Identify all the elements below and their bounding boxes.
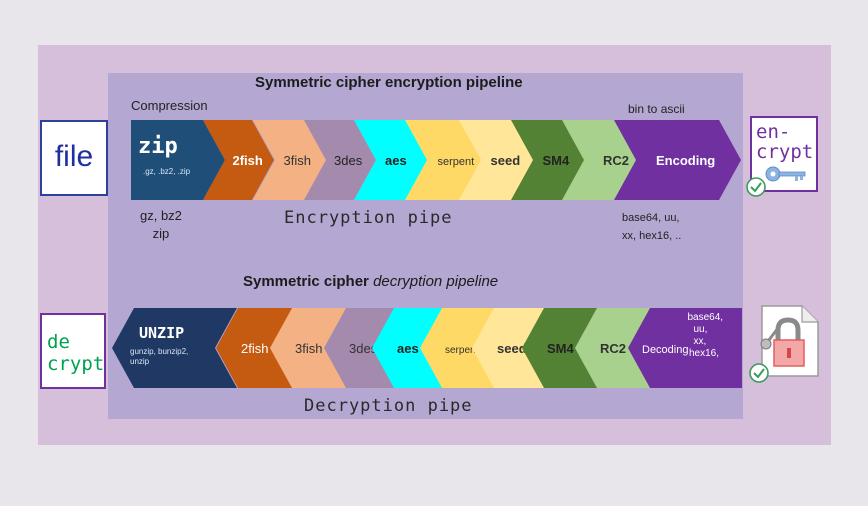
decryption-stage-sublabel: xx, bbox=[694, 336, 707, 347]
encrypt-icon-label: en- crypt bbox=[756, 122, 813, 162]
encoding-format-line: xx, hex16, .. bbox=[622, 230, 682, 242]
file-icon: file bbox=[40, 120, 108, 196]
decryption-stage-label: seed bbox=[497, 341, 527, 356]
decryption-stage-label: 3des bbox=[349, 341, 378, 356]
decryption-stage-serpent bbox=[420, 308, 498, 388]
decryption-stage-sublabel: hex16, bbox=[689, 348, 719, 359]
encryption-stage-sublabel: .gz, .bz2, .zip bbox=[143, 167, 191, 176]
decrypt-icon-label: de crypt bbox=[47, 331, 104, 375]
file-icon-label: file bbox=[54, 140, 94, 173]
decryption-stage-decoding bbox=[628, 308, 742, 388]
decryption-stage-3des bbox=[324, 308, 396, 388]
decryption-stage-label: SM4 bbox=[547, 341, 575, 356]
decryption-stage-label: serpent bbox=[445, 345, 479, 356]
decryption-stage-sublabel: gunzip, bunzip2, bbox=[130, 347, 188, 356]
decryption-stage-label: RC2 bbox=[600, 341, 626, 356]
encryption-stage-3fish bbox=[253, 120, 326, 200]
encryption-stage-label: seed bbox=[491, 153, 521, 168]
encryption-pipe-label: Encryption pipe bbox=[284, 208, 453, 228]
decryption-pipe-label: Decryption pipe bbox=[304, 396, 473, 416]
decryption-stage-aes bbox=[372, 308, 446, 388]
encryption-stage-aes bbox=[354, 120, 428, 200]
compression-label: Compression bbox=[131, 98, 208, 113]
decrypt-label-line: de bbox=[47, 331, 70, 353]
encryption-stage-seed bbox=[459, 120, 534, 200]
decrypt-check-icon bbox=[749, 363, 769, 383]
encrypt-check-icon bbox=[746, 177, 766, 197]
encryption-stage-encoding bbox=[614, 120, 741, 200]
padlock-file-icon bbox=[760, 305, 819, 377]
decryption-stage-2fish bbox=[216, 308, 293, 388]
encryption-stage-3des bbox=[304, 120, 376, 200]
encryption-stage-label: 2fish bbox=[233, 153, 263, 168]
decryption-stage-seed bbox=[472, 308, 550, 388]
compression-format-line: zip bbox=[152, 226, 170, 241]
encryption-stage-label: aes bbox=[385, 153, 407, 168]
encryption-stage-sm4 bbox=[511, 120, 586, 200]
decryption-stage-label: aes bbox=[397, 341, 419, 356]
encrypt-label-line: en- bbox=[756, 121, 791, 143]
decryption-stage-label: 2fish bbox=[241, 341, 268, 356]
decryption-stage-unzip bbox=[112, 308, 237, 388]
encryption-stage-serpent bbox=[405, 120, 482, 200]
bin-to-ascii-label: bin to ascii bbox=[628, 102, 685, 116]
encoding-format-line: base64, uu, bbox=[622, 212, 680, 224]
decryption-title-italic: decryption pipeline bbox=[373, 273, 499, 290]
encrypt-label-line: crypt bbox=[756, 141, 814, 163]
decryption-stage-sublabel: unzip bbox=[130, 357, 150, 366]
encryption-stage-zip bbox=[131, 120, 225, 200]
decrypt-icon: de crypt bbox=[40, 313, 106, 389]
decryption-stage-3fish bbox=[270, 308, 347, 388]
encryption-chevrons: zip .gz, .bz2, .zip 2fish 3fish 3des aes serpe… bbox=[131, 120, 741, 200]
decryption-chevrons: UNZIP gunzip, bunzip2,unzip 2fish 3fish 3des… bbox=[112, 308, 742, 388]
encryption-stage-label: serpent bbox=[438, 156, 475, 168]
key-icon bbox=[765, 166, 806, 182]
encryption-stage-label: Encoding bbox=[656, 153, 715, 168]
decryption-title-plain: Symmetric cipher bbox=[243, 273, 374, 290]
decryption-stage-label: UNZIP bbox=[139, 324, 184, 342]
encryption-stage-label: zip bbox=[138, 134, 178, 159]
encryption-stage-label: 3fish bbox=[284, 153, 311, 168]
decryption-stage-label: 3fish bbox=[295, 341, 322, 356]
decryption-stage-label: Decoding bbox=[642, 344, 688, 356]
compression-format-line: gz, bz2 bbox=[140, 208, 182, 223]
encryption-stage-2fish bbox=[203, 120, 274, 200]
encryption-stage-label: SM4 bbox=[543, 153, 571, 168]
encryption-title: Symmetric cipher encryption pipeline bbox=[255, 74, 523, 91]
decryption-stage-rc2 bbox=[575, 308, 656, 388]
compression-formats: gz, bz2 zip bbox=[140, 207, 182, 243]
decrypt-label-line: crypt bbox=[47, 353, 105, 375]
decryption-stage-sublabel: base64, bbox=[688, 312, 724, 323]
encoding-formats: base64, uu, xx, hex16, .. bbox=[622, 209, 681, 245]
encrypt-icon: en- crypt bbox=[750, 116, 818, 192]
decryption-stage-sm4 bbox=[522, 308, 600, 388]
decryption-title: Symmetric cipher decryption pipeline bbox=[243, 273, 498, 290]
decryption-stage-sublabel: uu, bbox=[694, 324, 708, 335]
encryption-stage-label: 3des bbox=[334, 153, 363, 168]
encryption-stage-label: RC2 bbox=[603, 153, 629, 168]
